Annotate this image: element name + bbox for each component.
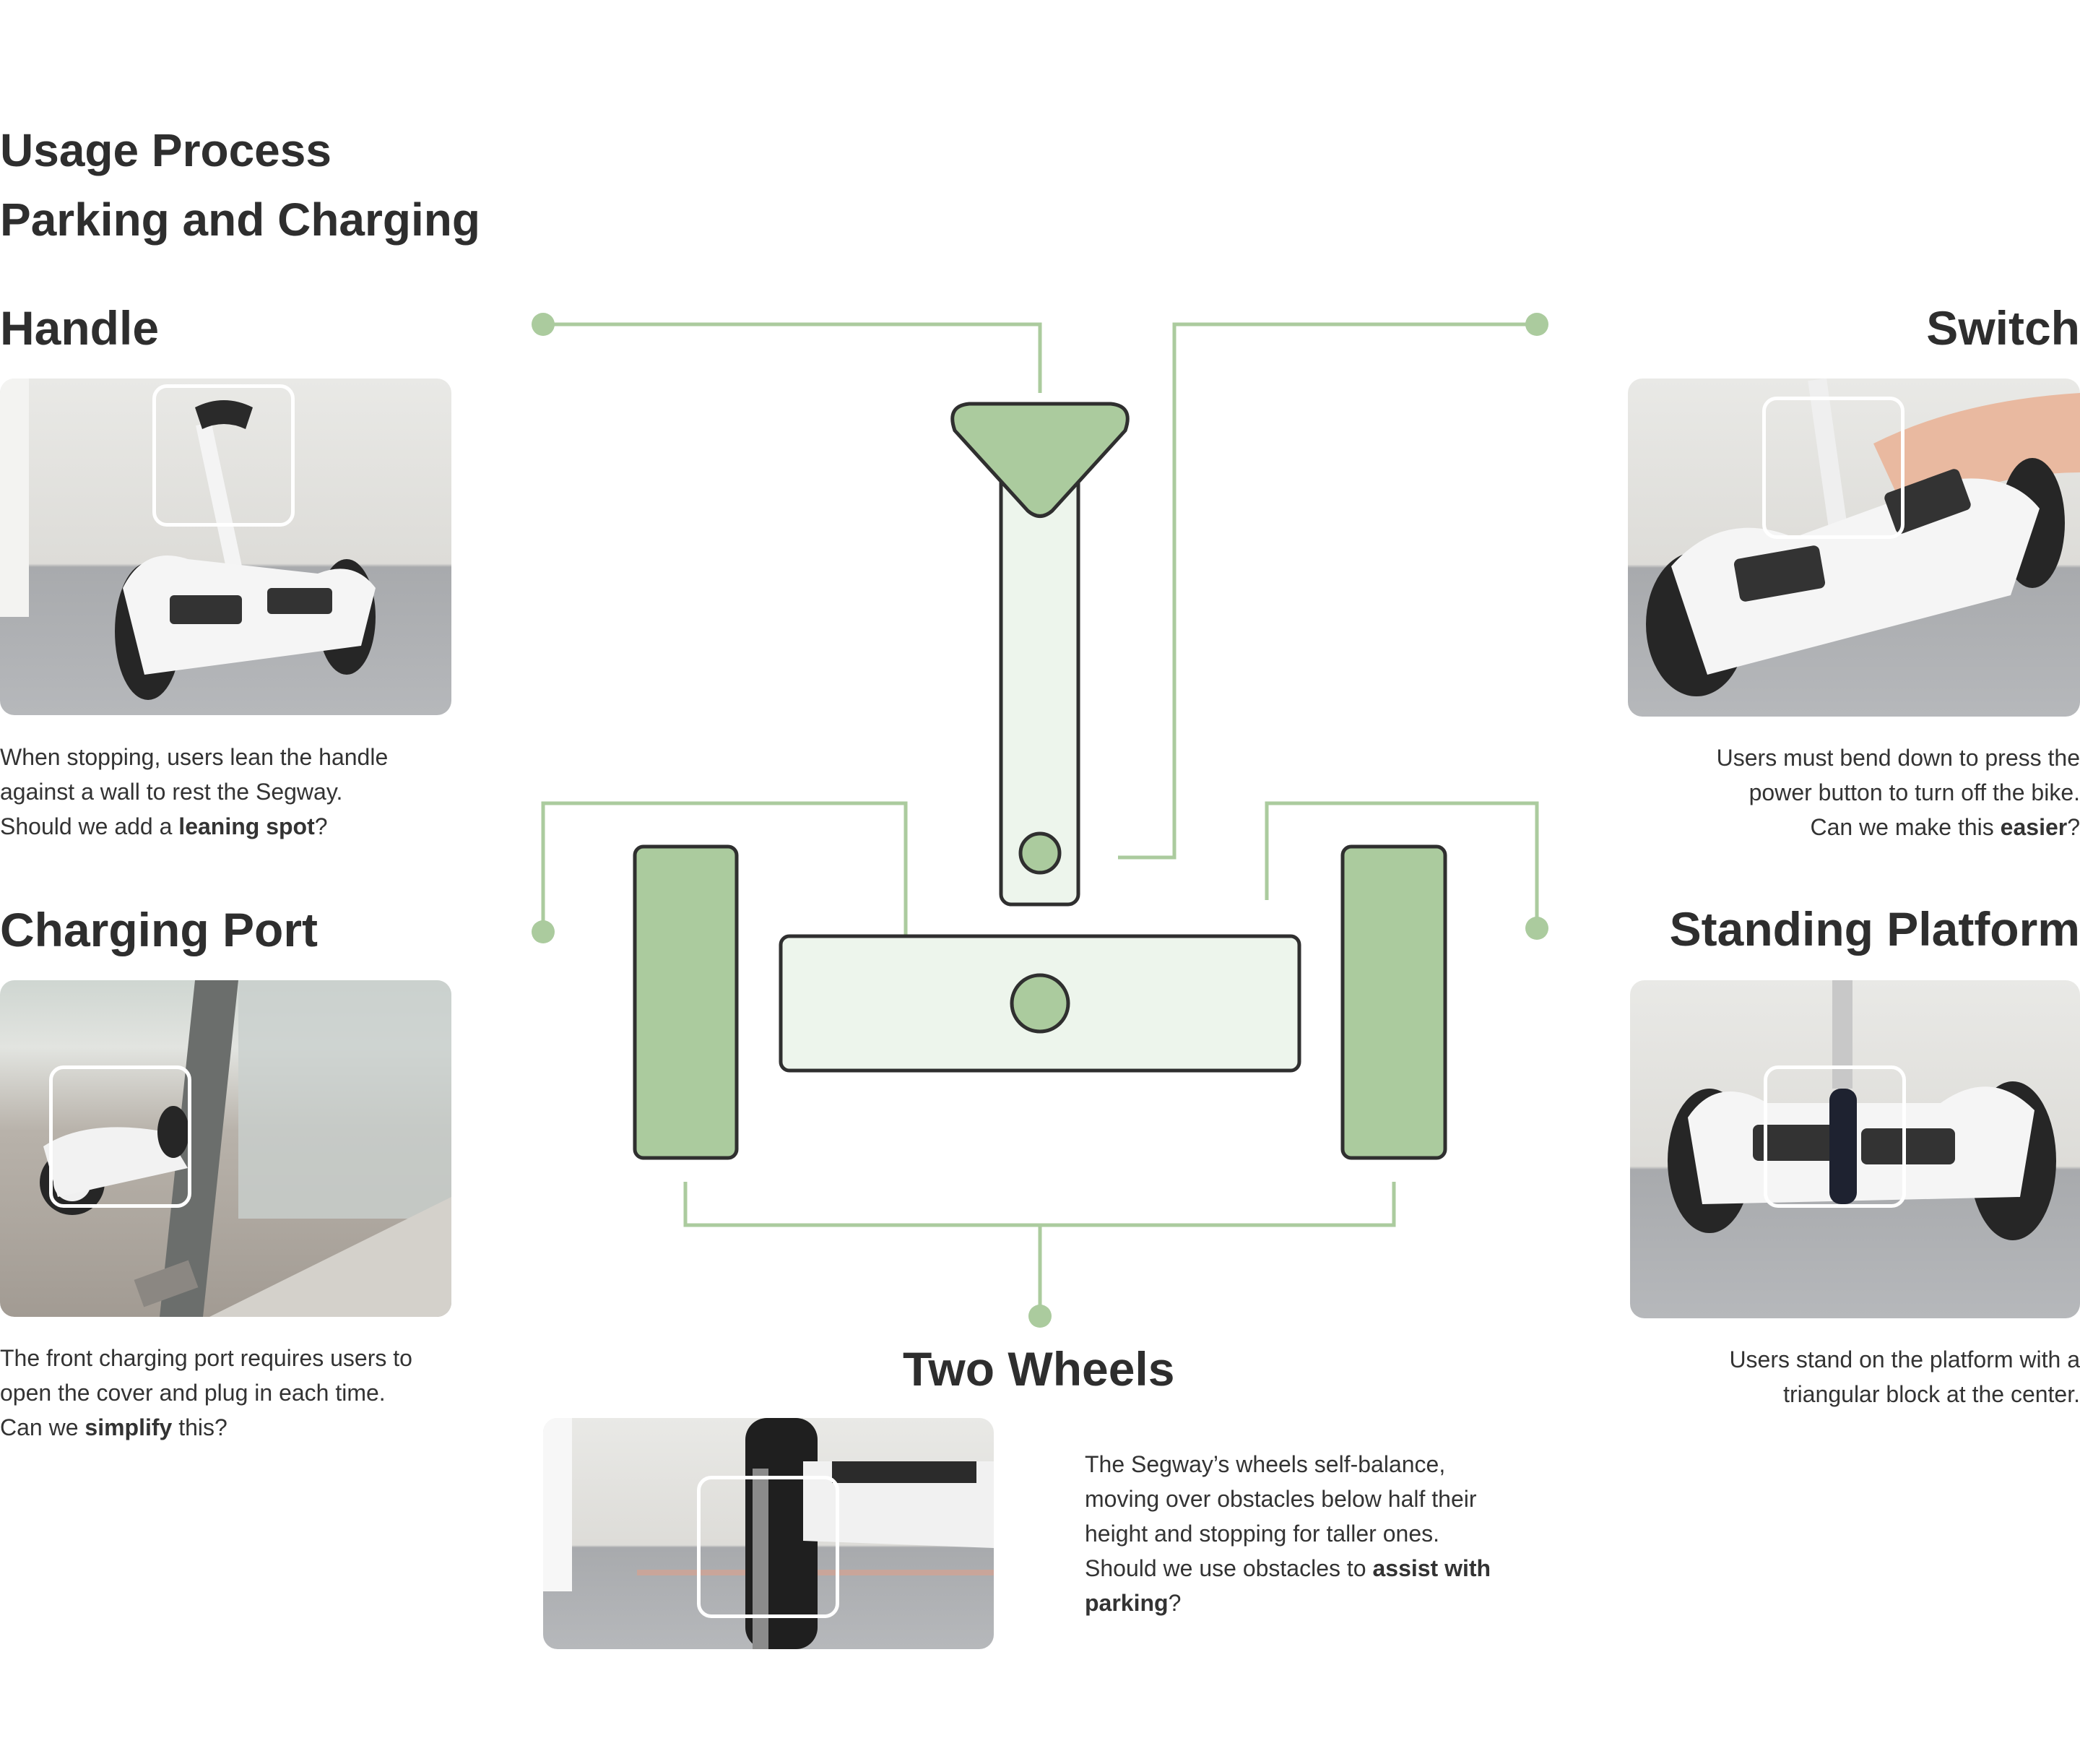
charging-port-focus-box	[49, 1065, 191, 1208]
segway-switch-illustration-icon	[1646, 379, 2080, 696]
standing-platform-heading: Standing Platform	[1669, 902, 2080, 956]
handle-grip	[950, 402, 1130, 518]
switch-connector-line	[1118, 322, 1537, 860]
right-wheel	[1340, 844, 1447, 1160]
page-subtitle: Parking and Charging	[0, 194, 480, 246]
segway-outdoor-illustration-icon	[40, 980, 451, 1317]
two-wheels-photo	[543, 1418, 994, 1649]
switch-heading: Switch	[1926, 301, 2080, 355]
handle-photo	[0, 379, 451, 715]
segway-illustration-icon	[0, 379, 376, 700]
page-title: Usage Process	[0, 124, 332, 176]
handle-connector-line	[543, 322, 1042, 393]
switch-photo	[1628, 379, 2080, 717]
two-wheels-focus-box	[697, 1476, 839, 1618]
standing-platform-focus-box	[1764, 1065, 1906, 1208]
standing-platform-photo	[1630, 980, 2080, 1318]
left-wheel	[633, 844, 739, 1160]
handle-heading: Handle	[0, 301, 160, 355]
charging-port-photo	[0, 980, 451, 1317]
platform-connector-dot	[1525, 917, 1548, 940]
handle-focus-box	[152, 384, 295, 527]
charging-port-heading: Charging Port	[0, 903, 318, 956]
wheels-connector-line	[683, 1182, 1396, 1227]
switch-description: Users must bend down to press the power …	[1716, 745, 2080, 840]
handle-description: When stopping, users lean the handle aga…	[0, 744, 389, 839]
switch-connector-dot	[1525, 313, 1548, 336]
two-wheels-heading: Two Wheels	[903, 1342, 1175, 1396]
standing-platform-description: Users stand on the platform with a trian…	[1729, 1346, 2080, 1407]
platform-center-block	[1010, 973, 1070, 1034]
two-wheels-description: The Segway’s wheels self-balance, moving…	[1085, 1451, 1491, 1616]
wheels-connector-dot	[1028, 1305, 1052, 1328]
switch-focus-box	[1762, 397, 1904, 539]
charging-port-description: The front charging port requires users t…	[0, 1345, 412, 1440]
handle-connector-dot	[532, 313, 555, 336]
segway-platform-illustration-icon	[1668, 980, 2056, 1240]
platform-connector-line	[1265, 801, 1539, 925]
switch-button	[1018, 831, 1062, 875]
charging-port-connector-dot	[532, 920, 555, 943]
